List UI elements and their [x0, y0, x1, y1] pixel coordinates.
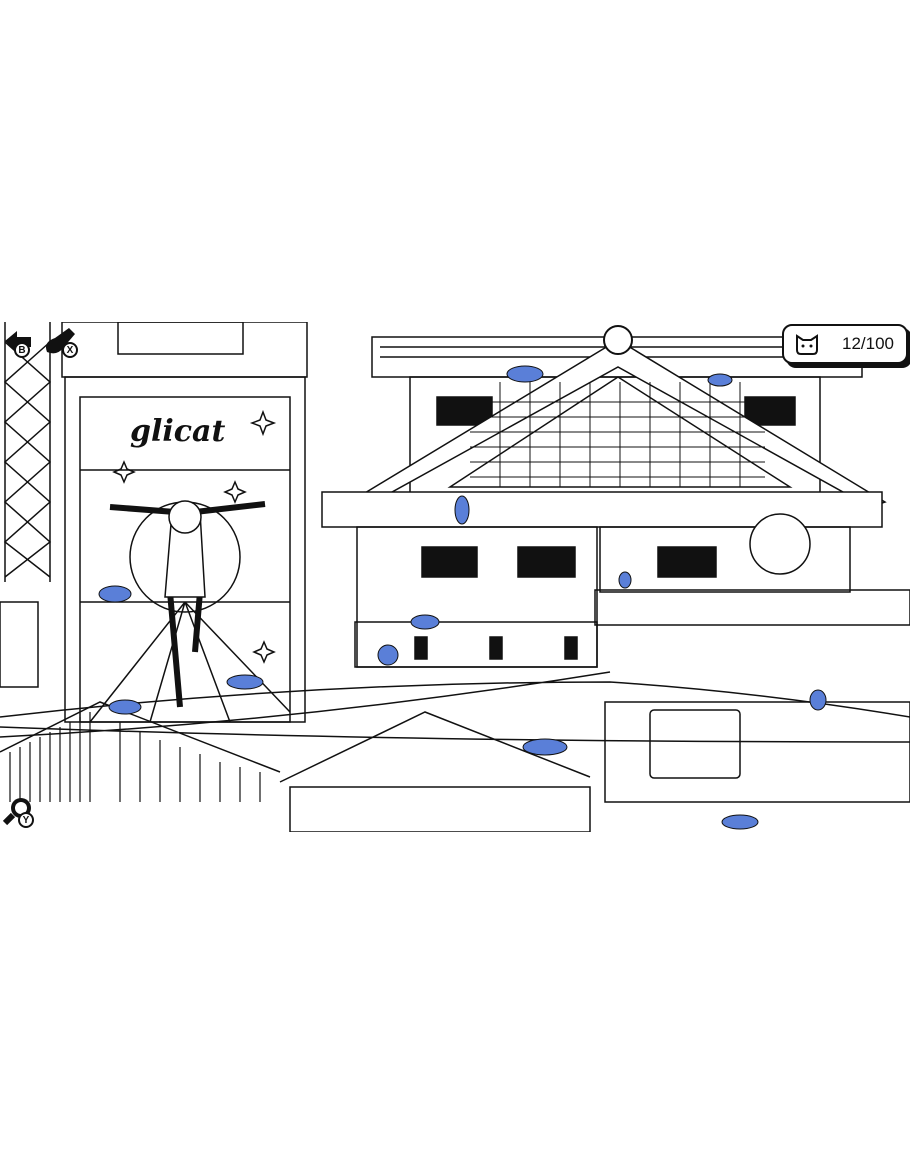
cat-head-icon: [796, 334, 818, 355]
sheds: [0, 671, 910, 832]
back-button[interactable]: B: [0, 324, 36, 360]
zoom-key-badge: Y: [18, 812, 34, 828]
zoom-button[interactable]: Y: [0, 792, 38, 830]
found-cats: [98, 365, 827, 830]
lattice-tower: [0, 322, 52, 688]
binoculars-icon: [46, 328, 75, 354]
cats-found-counter: 12/100: [782, 324, 908, 364]
billboard: [61, 322, 308, 723]
back-key-badge: B: [14, 342, 30, 358]
billboard-logo: glicat: [130, 414, 226, 449]
hint-key-badge: X: [62, 342, 78, 358]
hidden-cats-scene[interactable]: [0, 322, 910, 832]
cats-found-count: 12/100: [842, 334, 894, 353]
sun-cat: [603, 325, 633, 355]
house: [321, 336, 910, 803]
game-viewport[interactable]: B X Y 12/100 glicat: [0, 322, 910, 832]
hint-button[interactable]: X: [40, 322, 80, 360]
